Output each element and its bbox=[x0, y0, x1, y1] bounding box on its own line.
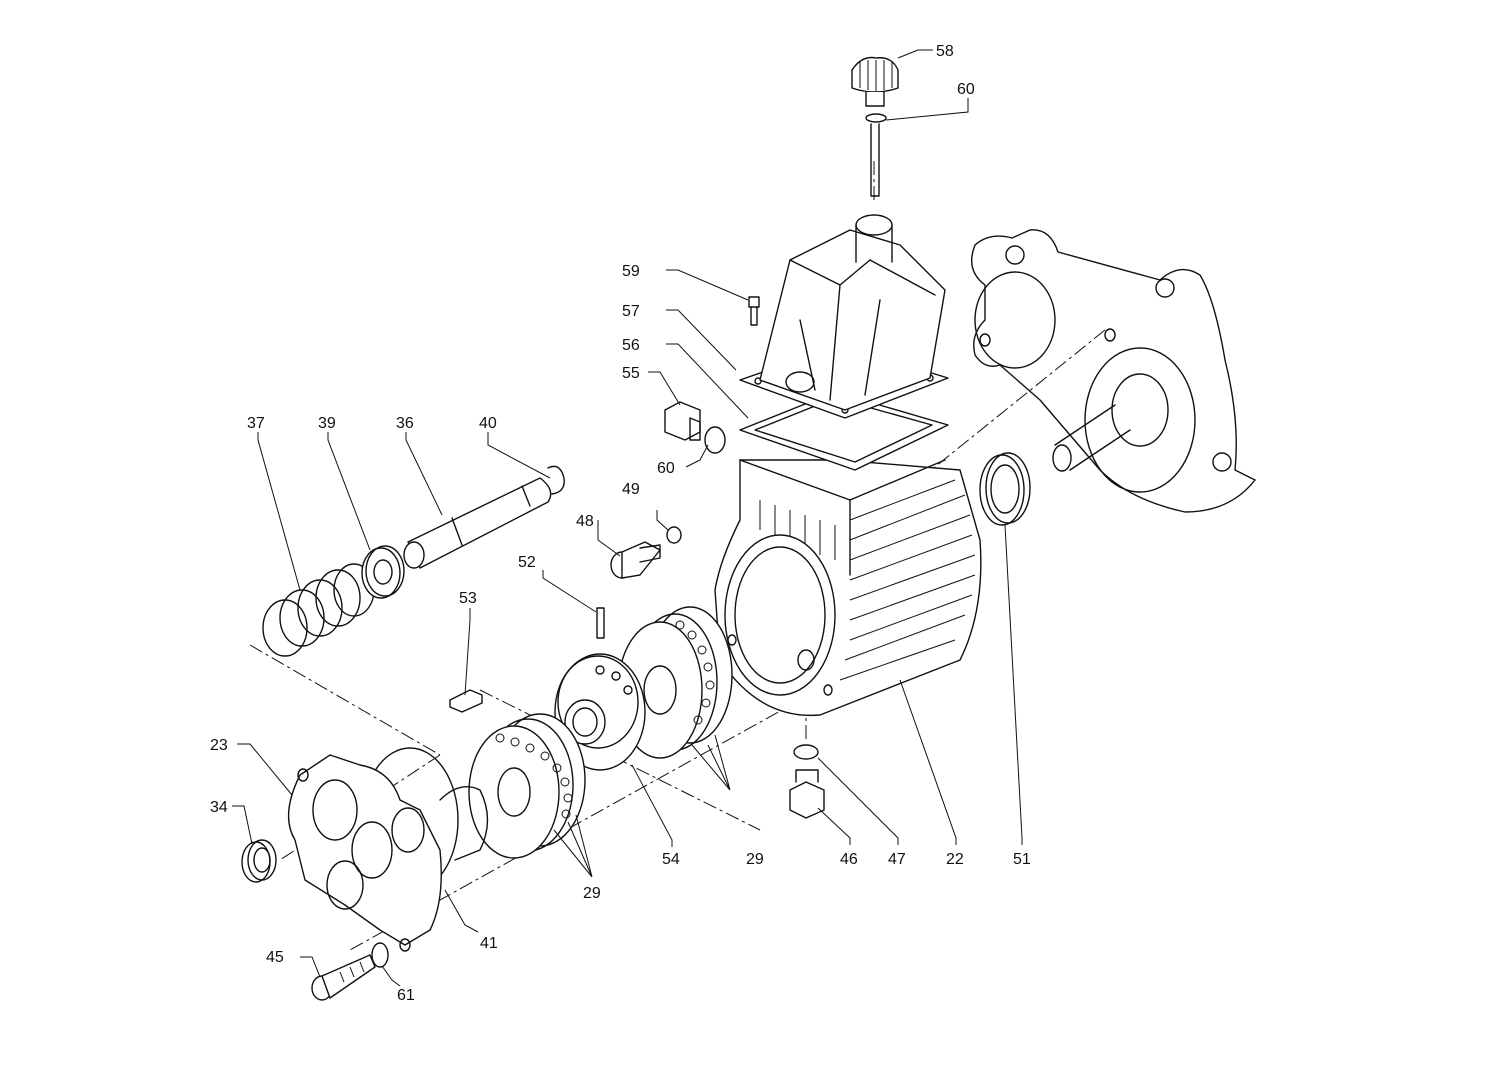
label-58: 58 bbox=[936, 43, 954, 60]
leader-lines bbox=[232, 49, 1023, 987]
pin-36 bbox=[403, 477, 552, 569]
housing-22 bbox=[714, 459, 982, 717]
label-46: 46 bbox=[840, 851, 858, 868]
oring-47 bbox=[793, 744, 819, 760]
label-60-top: 60 bbox=[957, 81, 975, 98]
pump-head-23 bbox=[287, 754, 489, 952]
washer-39 bbox=[361, 545, 405, 599]
label-54: 54 bbox=[662, 851, 680, 868]
pin-52 bbox=[596, 607, 605, 639]
label-59: 59 bbox=[622, 263, 640, 280]
screw-48 bbox=[610, 526, 682, 579]
label-22: 22 bbox=[946, 851, 964, 868]
bearing-29-lower bbox=[468, 713, 586, 859]
label-34: 34 bbox=[210, 799, 228, 816]
label-37: 37 bbox=[247, 415, 265, 432]
engine-flange bbox=[971, 229, 1256, 513]
label-40: 40 bbox=[479, 415, 497, 432]
label-48: 48 bbox=[576, 513, 594, 530]
swashplate-54 bbox=[554, 653, 646, 771]
label-51: 51 bbox=[1013, 851, 1031, 868]
spring-37 bbox=[262, 563, 375, 657]
bearing-29-upper bbox=[617, 606, 733, 759]
label-39: 39 bbox=[318, 415, 336, 432]
circlip-40 bbox=[547, 465, 565, 495]
label-23: 23 bbox=[210, 737, 228, 754]
part-number-labels: 58 60 59 57 56 55 60 49 48 37 39 36 40 5… bbox=[210, 43, 1031, 1004]
label-60-mid: 60 bbox=[657, 460, 675, 477]
plug-55 bbox=[664, 401, 726, 454]
label-41: 41 bbox=[480, 935, 498, 952]
seal-51 bbox=[979, 452, 1031, 526]
label-56: 56 bbox=[622, 337, 640, 354]
label-47: 47 bbox=[888, 851, 906, 868]
label-55: 55 bbox=[622, 365, 640, 382]
screw-45 bbox=[311, 954, 376, 1001]
cover-top bbox=[759, 214, 946, 411]
dipstick-58 bbox=[851, 56, 899, 197]
key-53 bbox=[449, 689, 483, 713]
label-57: 57 bbox=[622, 303, 640, 320]
screw-59 bbox=[748, 296, 760, 326]
label-49: 49 bbox=[622, 481, 640, 498]
label-29-upper: 29 bbox=[746, 851, 764, 868]
label-53: 53 bbox=[459, 590, 477, 607]
label-61: 61 bbox=[397, 987, 415, 1004]
label-36: 36 bbox=[396, 415, 414, 432]
gasket-56 bbox=[739, 391, 949, 471]
seal-34 bbox=[241, 839, 277, 883]
label-52: 52 bbox=[518, 554, 536, 571]
label-29-lower: 29 bbox=[583, 885, 601, 902]
washer-61 bbox=[371, 942, 389, 968]
label-45: 45 bbox=[266, 949, 284, 966]
plug-46 bbox=[789, 769, 825, 819]
